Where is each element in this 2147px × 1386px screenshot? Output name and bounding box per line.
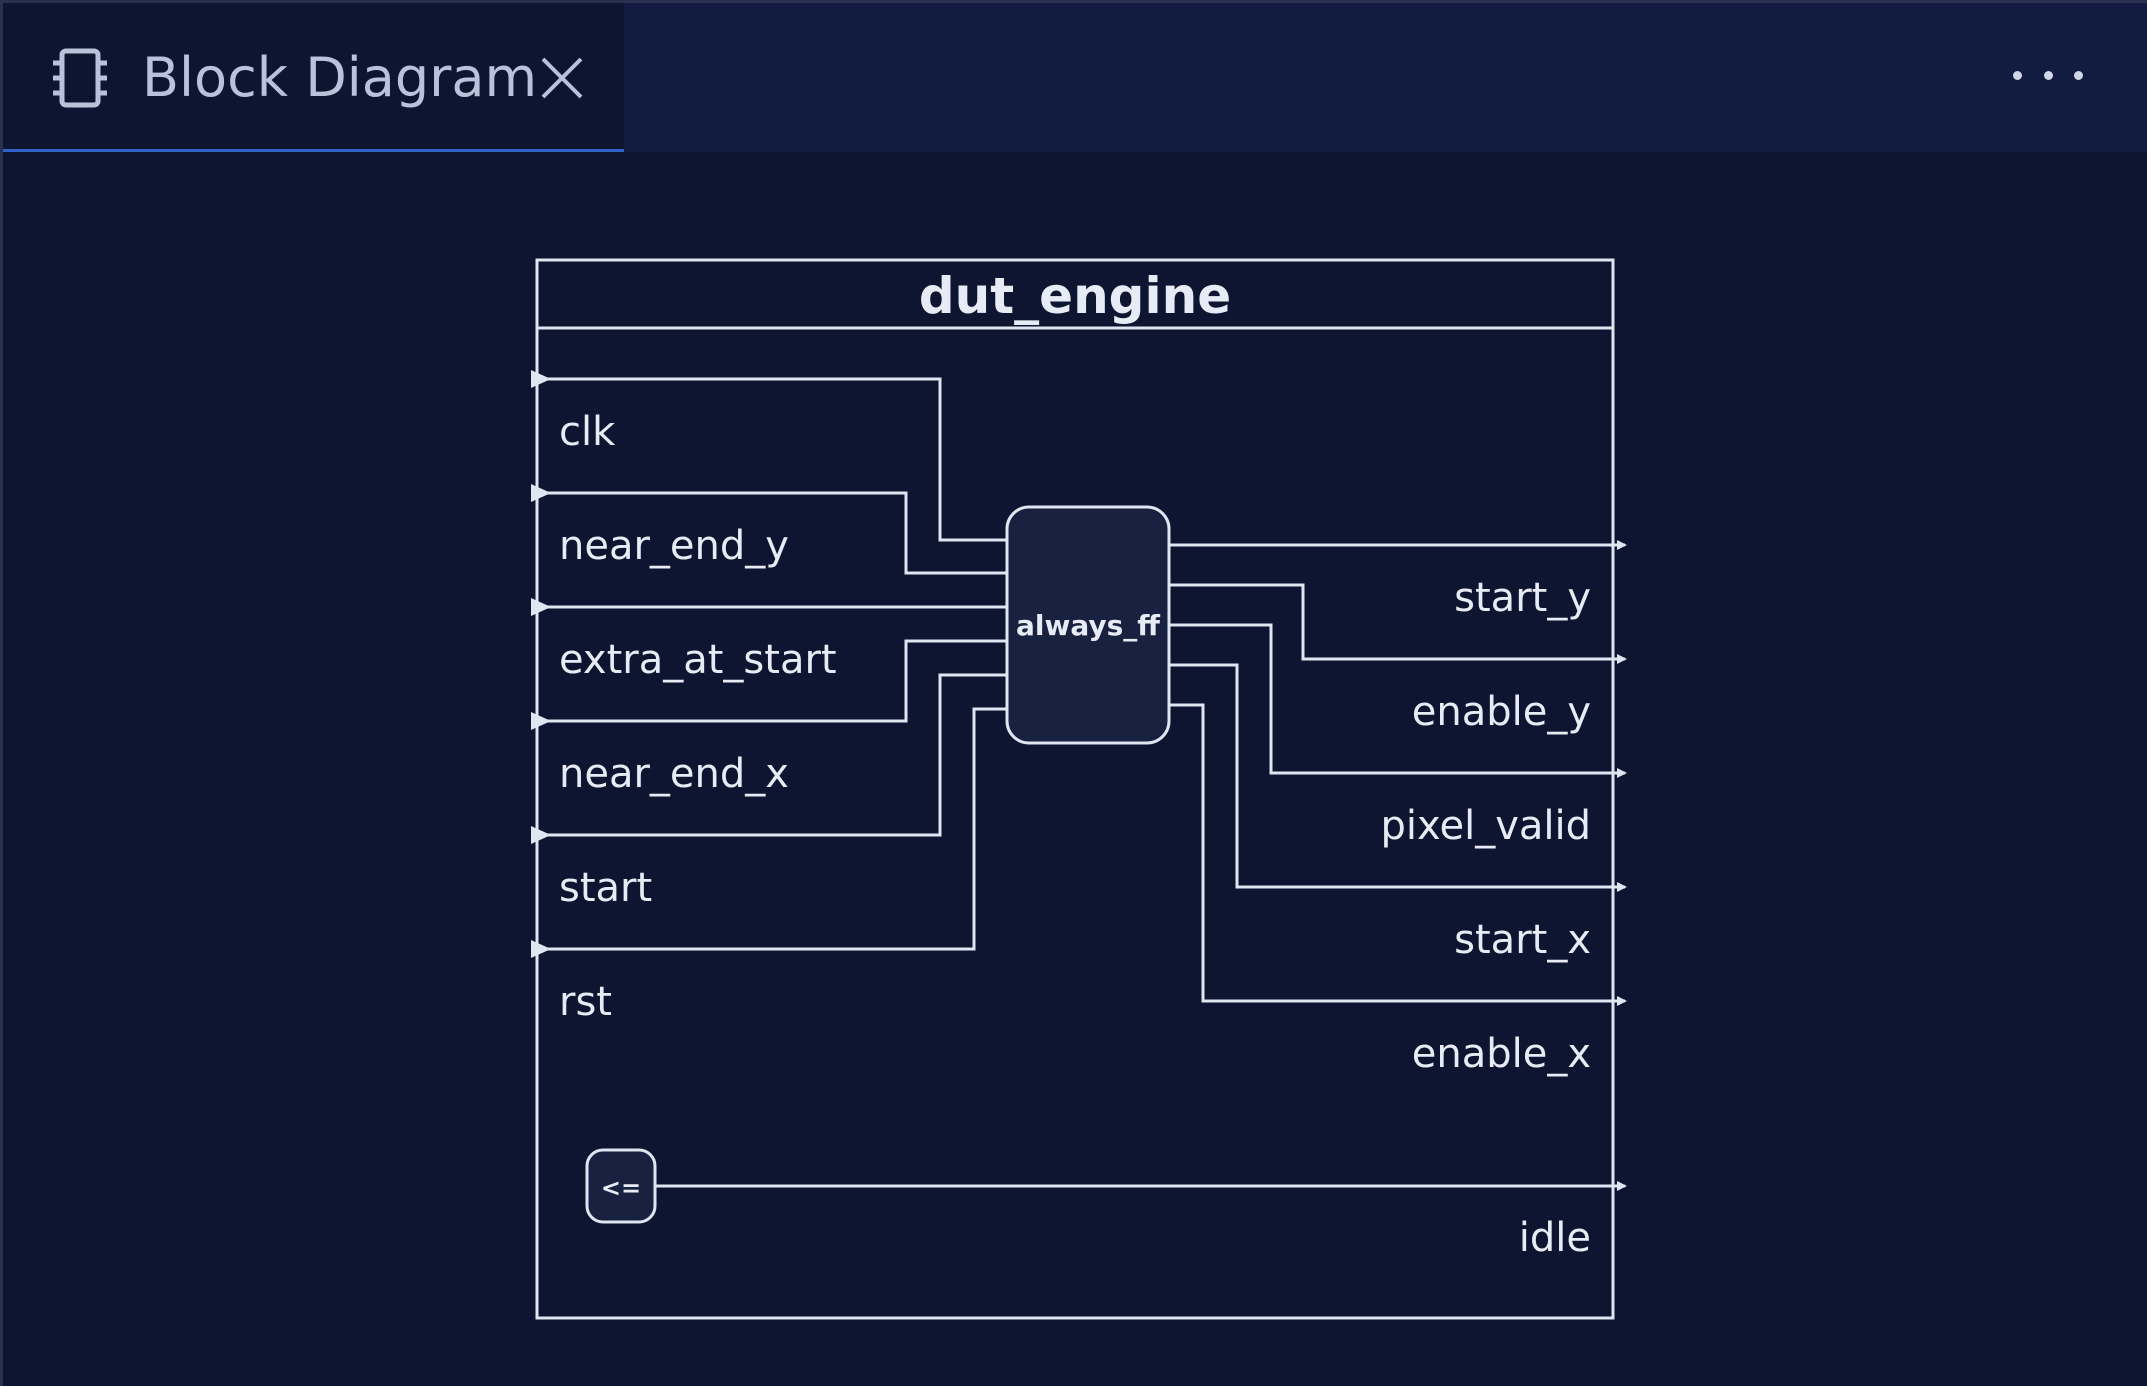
output-label-pixel-valid: pixel_valid [1381,803,1591,849]
wire-start [537,673,1007,837]
output-label-start-y: start_y [1454,575,1591,621]
tab-bar: Block Diagram [3,3,2147,152]
input-label-near-end-y: near_end_y [559,523,789,569]
wire-pixel-valid [1169,623,1627,778]
input-label-clk: clk [559,409,616,455]
output-label-enable-y: enable_y [1412,689,1591,735]
tab-block-diagram[interactable]: Block Diagram [3,3,624,152]
output-label-idle: idle [1519,1215,1591,1261]
wire-enable-x [1169,703,1627,1006]
output-label-start-x: start_x [1454,917,1591,963]
port-clk [531,370,551,388]
always-ff-node[interactable] [1005,505,1171,745]
always-ff-label: always_ff [1016,609,1160,642]
wire-rst [537,707,1007,951]
chip-icon [53,48,107,108]
wire-enable-y [1169,583,1627,664]
block-diagram: dut_engine clk near [531,258,1627,1320]
port-extra-at-start [531,598,551,616]
port-near-end-y [531,484,551,502]
tab-label: Block Diagram [142,46,538,109]
more-horizontal-icon[interactable] [2013,55,2083,95]
output-label-enable-x: enable_x [1412,1031,1591,1077]
assign-node[interactable] [585,1148,657,1224]
module-box [535,258,1615,1320]
input-label-start: start [559,865,652,911]
module-name: dut_engine [919,267,1231,325]
port-near-end-x [531,712,551,730]
wire-start-x [1169,663,1627,892]
diagram-canvas: dut_engine clk near [3,152,2147,1386]
close-icon[interactable] [539,55,585,101]
wire-near-end-y [537,491,1007,575]
port-start [531,826,551,844]
input-label-near-end-x: near_end_x [559,751,789,797]
input-label-rst: rst [559,979,612,1025]
wire-clk [537,377,1007,542]
input-label-extra-at-start: extra_at_start [559,637,837,683]
assign-label: <= [601,1174,641,1202]
port-rst [531,940,551,958]
wire-near-end-x [537,639,1007,723]
